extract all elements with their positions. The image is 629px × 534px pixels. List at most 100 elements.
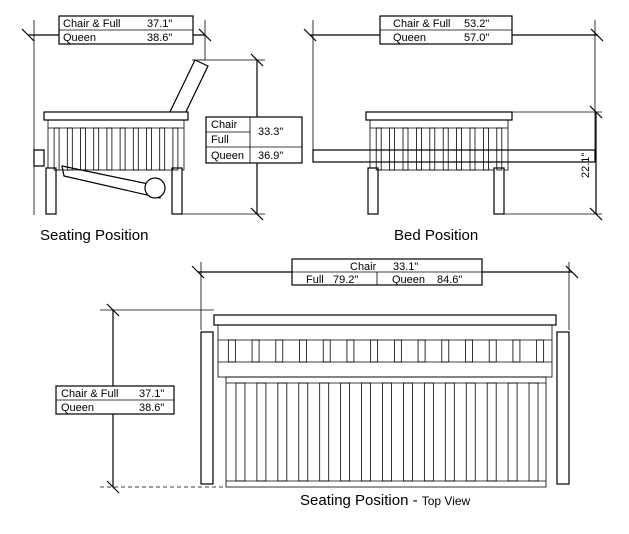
top-width-label-queen: Queen [392, 274, 425, 286]
top-width-label-full: Full [306, 274, 324, 286]
top-seat-slat [423, 382, 434, 482]
top-caption-sub: Top View [422, 494, 471, 508]
top-depth-label-1: Queen [61, 402, 94, 414]
top-seat-slat [528, 382, 539, 482]
bed-slat [375, 127, 382, 171]
side-height-label-full: Full [211, 134, 229, 146]
top-seat-slat [298, 382, 309, 482]
bed-caption: Bed Position [394, 227, 478, 244]
top-back-rail [213, 314, 557, 378]
top-back-slats [227, 339, 545, 363]
top-width-table: Chair 33.1" Full 79.2" Queen 84.6" [291, 258, 483, 286]
bed-width-value-1: 57.0" [464, 32, 489, 44]
side-arm-slats [53, 127, 179, 171]
top-left-arm [200, 331, 214, 485]
side-slat [93, 127, 100, 171]
bed-slat [402, 127, 409, 171]
bed-arm-slats [375, 127, 503, 171]
top-seat-slat [319, 382, 330, 482]
top-width-value-chair: 33.1" [393, 261, 418, 273]
top-caption-main: Seating Position - [300, 492, 422, 509]
top-back-slat [393, 339, 402, 363]
bed-arm-frame [365, 111, 513, 215]
top-back-slat [536, 339, 545, 363]
side-width-table: Chair & Full 37.1" Queen 38.6" [58, 15, 194, 45]
side-height-label-chair: Chair [211, 119, 238, 131]
side-height-table: Chair Full 33.3" Queen 36.9" [205, 116, 303, 164]
top-seat-slat [465, 382, 476, 482]
side-height-label-queen: Queen [211, 150, 244, 162]
top-back-slat [227, 339, 236, 363]
side-caption: Seating Position [40, 227, 148, 244]
top-seat-slat [444, 382, 455, 482]
top-back-slat [488, 339, 497, 363]
top-depth-table: Chair & Full 37.1" Queen 38.6" [55, 385, 175, 415]
bed-slat [415, 127, 422, 171]
top-seat-slat [256, 382, 267, 482]
side-slat [119, 127, 126, 171]
top-caption: Seating Position - Top View [300, 492, 471, 509]
top-back-slat [251, 339, 260, 363]
top-depth-value-1: 38.6" [139, 402, 164, 414]
side-slat [106, 127, 113, 171]
side-slat [53, 127, 60, 171]
top-seat-slat [235, 382, 246, 482]
bed-height-value: 22.1" [580, 153, 592, 178]
top-seat-slats [235, 382, 539, 482]
side-width-value-0: 37.1" [147, 18, 172, 30]
top-back-slat [441, 339, 450, 363]
side-slat [66, 127, 73, 171]
top-right-arm [556, 331, 570, 485]
top-seat-slat [507, 382, 518, 482]
top-seat-slat [361, 382, 371, 482]
side-seat-cushion [33, 149, 166, 199]
side-height-value-3: 36.9" [258, 150, 283, 162]
bed-width-label-1: Queen [393, 32, 426, 44]
bed-mattress [312, 149, 596, 163]
top-seat-slat [277, 382, 288, 482]
bed-slat [456, 127, 463, 171]
side-back-cushion [167, 59, 209, 121]
top-back-slat [275, 339, 284, 363]
side-slat [80, 127, 86, 171]
side-width-value-1: 38.6" [147, 32, 172, 44]
bed-width-label-0: Chair & Full [393, 18, 450, 30]
top-back-slat [512, 339, 521, 363]
bed-slat [496, 127, 503, 171]
top-back-slat [465, 339, 473, 363]
side-slat [172, 127, 179, 171]
top-back-slat [299, 339, 307, 363]
side-view: Chair & Full 37.1" Queen 38.6" [21, 15, 303, 244]
top-width-value-queen: 84.6" [437, 274, 462, 286]
top-back-slat [370, 339, 379, 363]
top-depth-value-0: 37.1" [139, 388, 164, 400]
top-seat-deck [225, 376, 547, 488]
top-seat-slat [486, 382, 497, 482]
top-seat-slat [382, 382, 392, 482]
top-width-label-chair: Chair [350, 261, 377, 273]
top-view: Chair 33.1" Full 79.2" Queen 84.6" [55, 258, 579, 509]
bed-slat [482, 127, 489, 171]
top-depth-label-0: Chair & Full [61, 388, 118, 400]
top-width-value-full: 79.2" [333, 274, 358, 286]
bed-slat [469, 127, 476, 171]
bed-slat [389, 127, 396, 171]
top-back-slat [322, 339, 331, 363]
side-slat [159, 127, 166, 171]
bed-slat [442, 127, 449, 171]
side-width-label-0: Chair & Full [63, 18, 120, 30]
top-back-slat [417, 339, 426, 363]
bed-width-value-0: 53.2" [464, 18, 489, 30]
side-slat [132, 127, 139, 171]
side-height-value-1: 33.3" [258, 126, 283, 138]
top-seat-slat [403, 382, 413, 482]
side-slat [146, 127, 152, 171]
bed-slat [429, 127, 436, 171]
side-width-label-1: Queen [63, 32, 96, 44]
side-arm-frame [43, 111, 189, 215]
top-back-slat [346, 339, 355, 363]
top-seat-slat [340, 382, 351, 482]
bed-width-table: Chair & Full 53.2" Queen 57.0" [379, 15, 513, 45]
bed-view: Chair & Full 53.2" Queen 57.0" 22.1" Bed… [303, 15, 604, 244]
